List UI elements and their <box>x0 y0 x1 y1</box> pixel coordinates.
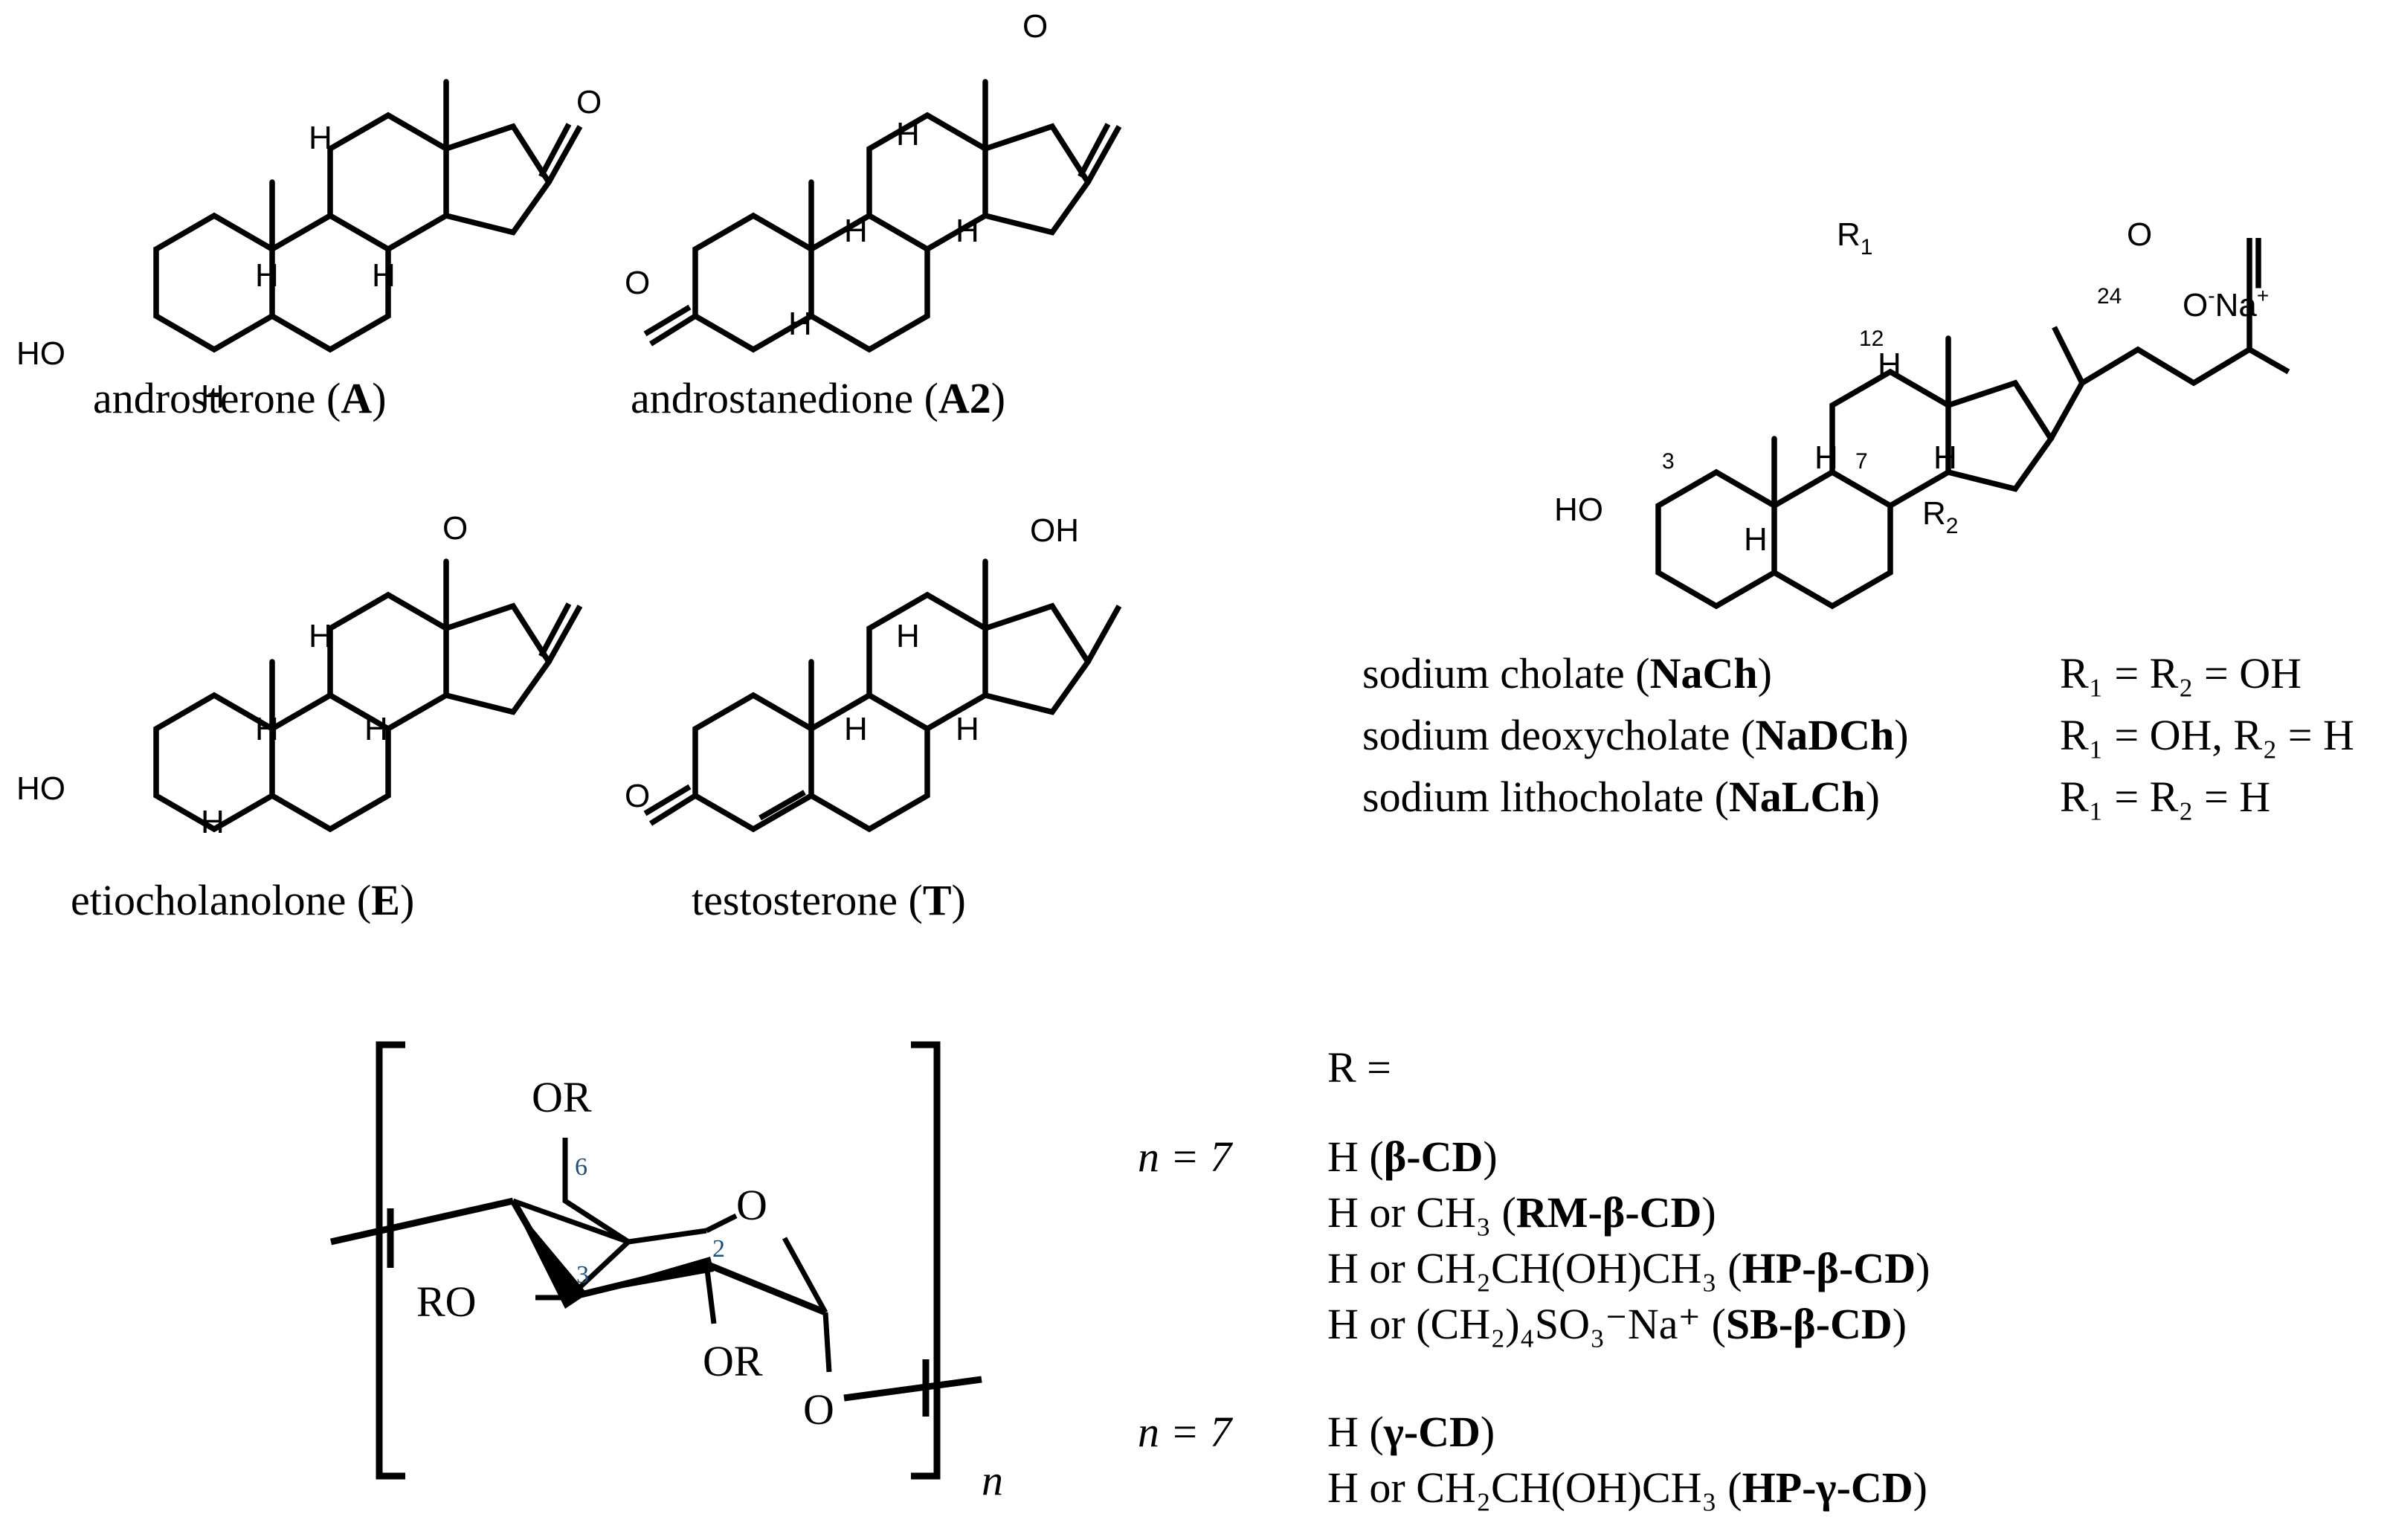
ho-atom: HO <box>16 770 65 807</box>
steroid-label-t: testosterone (T) <box>692 876 966 924</box>
position-3-label: 3 <box>1662 449 1675 474</box>
bile-salt-r-values: R₁ = R₂ = H <box>2060 773 2270 821</box>
h-atom: H <box>1744 521 1768 558</box>
testosterone-structure <box>643 561 1122 829</box>
bile-salt-r-values: R₁ = OH, R₂ = H <box>2060 711 2354 759</box>
r2-substituent: R2 <box>1922 495 1958 538</box>
cyclodextrin-unit <box>330 1041 982 1480</box>
h-atom: H <box>1878 347 1901 383</box>
n-value: n = 7 <box>1138 1133 1233 1181</box>
ro-substituent: RO <box>416 1278 477 1326</box>
steroid-label-a: androsterone (A) <box>93 374 387 422</box>
androstanedione-structure <box>643 82 1122 349</box>
h-atom: H <box>896 116 920 152</box>
h-atom: H <box>844 213 868 249</box>
h-atom: H <box>201 804 225 840</box>
n-value: n = 7 <box>1138 1408 1233 1456</box>
h-atom: H <box>364 711 388 747</box>
r-header: R = <box>1327 1043 1391 1092</box>
bile-salt-name: sodium lithocholate (NaLCh) <box>1362 773 1880 821</box>
steroid-label-e: etiocholanolone (E) <box>71 876 414 924</box>
bile-salt-name: sodium deoxycholate (NaDCh) <box>1362 711 1909 759</box>
cd-row: H or CH₂CH(OH)CH₃ (HP-β-CD) <box>1327 1244 1930 1292</box>
position-3-label: 3 <box>576 1261 589 1289</box>
ho-atom: HO <box>1554 492 1603 528</box>
o-atom: O <box>2127 216 2152 253</box>
etiocholanolone-structure <box>156 561 583 829</box>
h-atom: H <box>1814 439 1838 476</box>
cd-row: H or (CH₂)₄SO₃⁻Na⁺ (SB-β-CD) <box>1327 1300 1907 1348</box>
bile-salt-list: sodium cholate (NaCh) R₁ = R₂ = OH sodiu… <box>1362 649 2354 821</box>
position-6-label: 6 <box>575 1153 587 1181</box>
cyclodextrin-table: R = n = 7 H (β-CD) H or CH₃ (RM-β-CD) H … <box>1138 1043 1930 1512</box>
h-atom: H <box>788 306 812 342</box>
position-2-label: 2 <box>712 1235 725 1263</box>
o-atom: O <box>625 778 650 814</box>
bile-salt-structure <box>1658 238 2290 606</box>
right-bracket <box>911 1041 941 1480</box>
or-substituent: OR <box>703 1337 763 1385</box>
o-atom: O-Na+ <box>2183 284 2269 323</box>
bile-salt-r-values: R₁ = R₂ = OH <box>2060 649 2302 697</box>
o-atom: O <box>625 265 650 301</box>
cd-row: H (β-CD) <box>1327 1133 1498 1181</box>
h-atom: H <box>255 711 279 747</box>
ring-oxygen: O <box>736 1181 767 1229</box>
h-atom: H <box>956 213 979 249</box>
position-24-label: 24 <box>2097 284 2122 309</box>
cd-row: H (γ-CD) <box>1327 1408 1495 1456</box>
bile-salt-name: sodium cholate (NaCh) <box>1362 649 1772 697</box>
h-atom: H <box>1933 439 1957 476</box>
position-12-label: 12 <box>1859 326 1884 351</box>
steroid-label-a2: androstanedione (A2) <box>631 374 1005 422</box>
glycosidic-oxygen: O <box>803 1385 834 1434</box>
ho-atom: HO <box>16 335 65 372</box>
oh-atom: OH <box>1030 512 1079 549</box>
o-atom: O <box>442 510 468 547</box>
h-atom: H <box>309 618 332 654</box>
cd-row: H or CH₂CH(OH)CH₃ (HP-γ-CD) <box>1327 1463 1927 1512</box>
h-atom: H <box>309 120 332 156</box>
repeat-count: n <box>982 1456 1003 1504</box>
o-atom: O <box>1022 8 1048 45</box>
r1-substituent: R1 <box>1837 216 1872 260</box>
h-atom: H <box>896 618 920 654</box>
h-atom: H <box>255 257 279 294</box>
o-atom: O <box>576 84 602 120</box>
h-atom: H <box>956 711 979 747</box>
cd-row: H or CH₃ (RM-β-CD) <box>1327 1188 1716 1237</box>
left-bracket <box>376 1041 405 1480</box>
h-atom: H <box>844 711 868 747</box>
position-7-label: 7 <box>1855 449 1868 474</box>
h-atom: H <box>372 257 396 294</box>
or-substituent: OR <box>532 1073 592 1121</box>
h-atom: H <box>201 378 225 415</box>
androsterone-structure <box>156 82 583 349</box>
